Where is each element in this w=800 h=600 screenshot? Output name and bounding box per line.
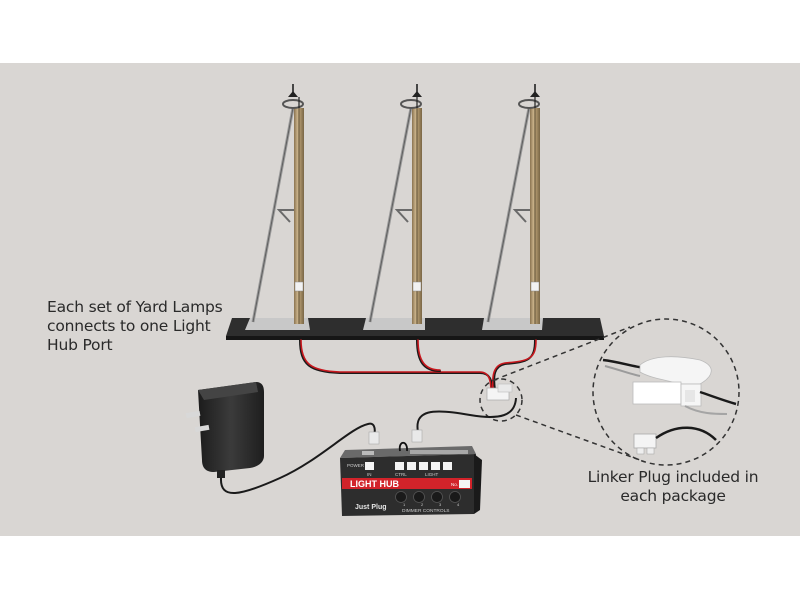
adapter-cable bbox=[219, 422, 376, 494]
in-label: IN bbox=[367, 472, 372, 477]
linker-plug-small bbox=[486, 383, 513, 401]
lamp-base-plate bbox=[226, 318, 604, 340]
yard-lamp-2 bbox=[368, 84, 422, 324]
linker-plug-large bbox=[602, 356, 737, 455]
hub-input-plugs bbox=[368, 429, 423, 445]
dimmer-number-1: 1 bbox=[403, 502, 406, 507]
yard-lamp-3 bbox=[486, 84, 540, 324]
ctrl-label: CTRL bbox=[395, 472, 407, 477]
no-label: No. bbox=[451, 482, 458, 487]
light-label: LIGHT bbox=[425, 472, 439, 477]
hub-title: LIGHT HUB bbox=[350, 479, 399, 489]
linker-plug-caption: Linker Plug included in each package bbox=[587, 468, 759, 505]
dimmer-number-4: 4 bbox=[457, 502, 460, 507]
wall-adapter-icon bbox=[185, 382, 264, 478]
dimmer-controls-label: DIMMER CONTROLS bbox=[402, 508, 449, 514]
yard-lamps-caption: Each set of Yard Lamps connects to one L… bbox=[47, 298, 223, 354]
light-hub: POWER IN CTRL LIGHT LIGHT HUB No. 1 2 3 … bbox=[340, 441, 482, 516]
hub-to-plug-cable bbox=[416, 397, 517, 433]
lamp-wires bbox=[299, 339, 537, 393]
power-label: POWER bbox=[347, 463, 365, 468]
dimmer-knobs bbox=[395, 491, 461, 503]
yard-lamp-1 bbox=[251, 84, 304, 324]
dimmer-number-3: 3 bbox=[439, 502, 442, 507]
dimmer-number-2: 2 bbox=[421, 502, 424, 507]
brand-logo: Just Plug bbox=[355, 504, 387, 511]
dashed-callout bbox=[479, 318, 740, 466]
